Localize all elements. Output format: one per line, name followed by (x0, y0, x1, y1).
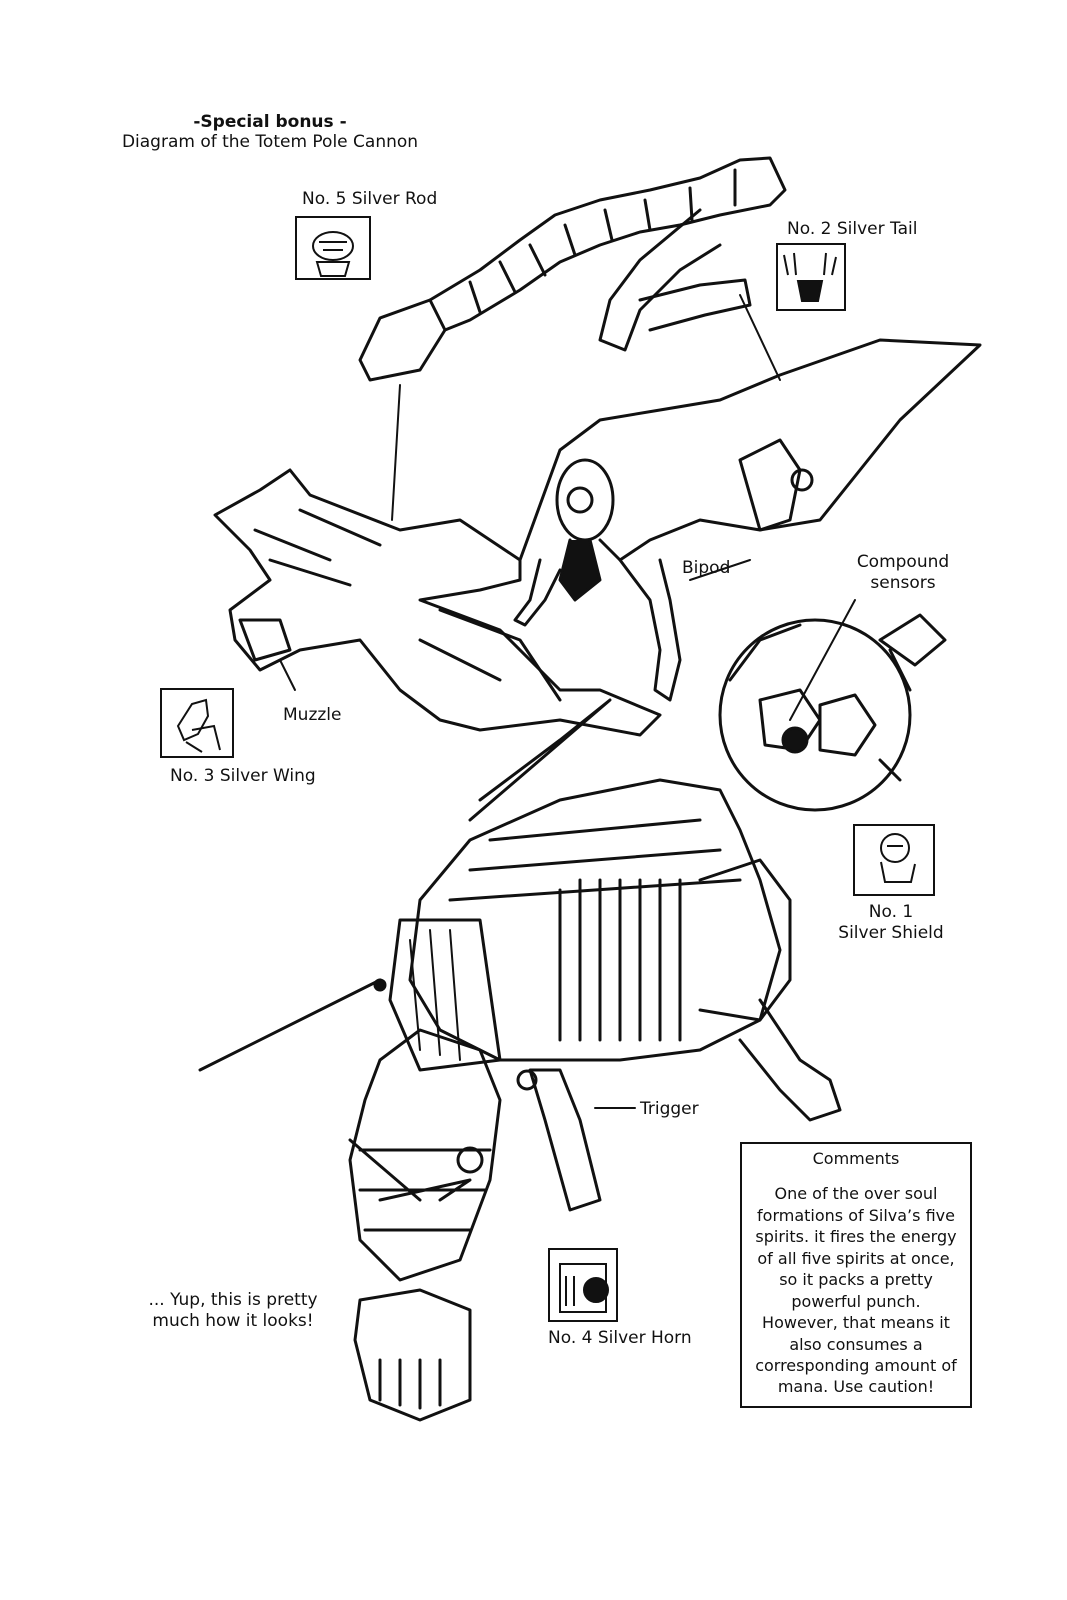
page-title: -Special bonus - (193, 112, 347, 132)
silver-horn-thumbnail (548, 1248, 618, 1322)
label-compound-sensors-line1: Compound (856, 552, 950, 572)
silver-rod-drawing (358, 156, 787, 382)
label-silver-rod: No. 5 Silver Rod (302, 189, 438, 209)
label-silver-shield-line1: No. 1 (868, 902, 914, 922)
silver-rod-thumbnail (295, 216, 371, 280)
silver-wing-thumbnail (160, 688, 234, 758)
comments-box: Comments One of the over soul formations… (740, 1142, 972, 1408)
label-silver-horn: No. 4 Silver Horn (548, 1328, 692, 1348)
silver-horn-drawing (198, 698, 842, 1422)
label-silver-wing: No. 3 Silver Wing (170, 766, 316, 786)
comments-body: One of the over soul formations of Silva… (755, 1184, 957, 1397)
label-muzzle: Muzzle (283, 705, 342, 725)
label-silver-tail: No. 2 Silver Tail (787, 219, 918, 239)
label-bipod: Bipod (682, 558, 731, 578)
label-trigger: Trigger (640, 1099, 699, 1119)
comments-heading: Comments (812, 1149, 900, 1168)
aside-line2: much how it looks! (152, 1311, 314, 1331)
aside-line1: ... Yup, this is pretty (148, 1290, 318, 1310)
compound-sensor-drawing (718, 613, 947, 812)
silver-shield-thumbnail (853, 824, 935, 896)
silver-tail-thumbnail (776, 243, 846, 311)
label-compound-sensors-line2: sensors (870, 573, 936, 593)
silver-tail-drawing (513, 338, 982, 702)
label-silver-shield-line2: Silver Shield (838, 923, 944, 943)
page-subtitle: Diagram of the Totem Pole Cannon (121, 132, 419, 152)
silver-wing-drawing (213, 468, 662, 737)
